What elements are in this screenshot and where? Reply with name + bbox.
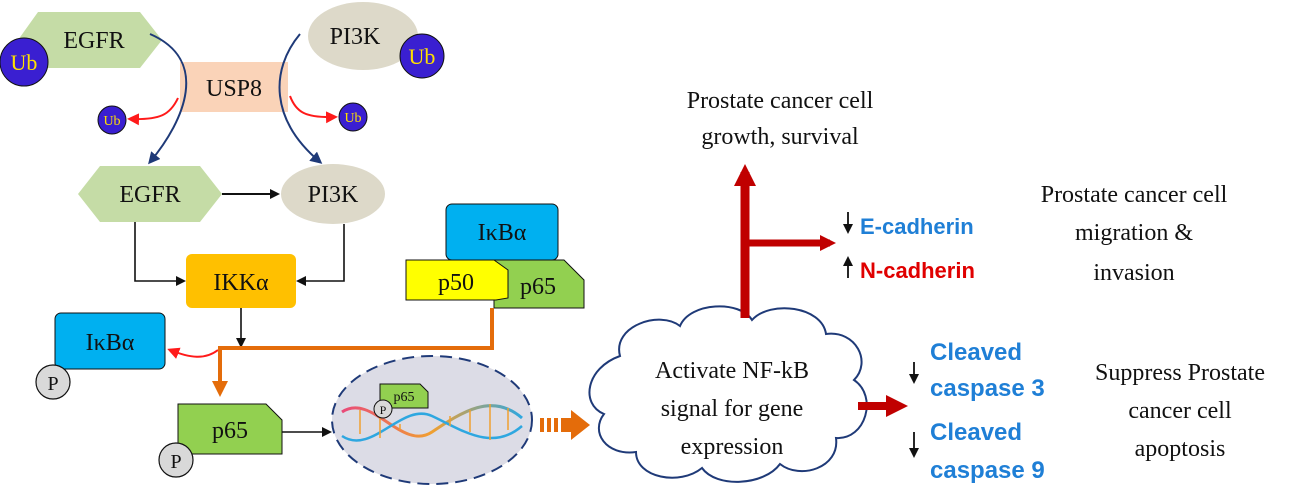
deub-arrow-egfr <box>148 33 188 165</box>
p50-label: p50 <box>438 270 474 296</box>
pi3k-mid-label: PI3K <box>308 182 359 208</box>
caspase3-line-2: caspase 3 <box>930 375 1045 402</box>
ub-label: Ub <box>103 114 120 129</box>
nfkb-complex: IκBα p65 p50 <box>405 203 585 309</box>
ikba-left-node: IκBα <box>54 312 166 370</box>
egfr-mid-label: EGFR <box>119 182 180 208</box>
caspase9-line-2: caspase 9 <box>930 457 1045 484</box>
dna-strand-2 <box>341 412 523 442</box>
ikba-left-label: IκBα <box>86 330 135 356</box>
pi3k-top-node: PI3K <box>308 2 418 70</box>
cloud-line-2: signal for gene <box>661 396 804 422</box>
dna-strand-1 <box>341 404 523 438</box>
ub-label: Ub <box>11 50 38 75</box>
ecadherin-down-icon <box>843 212 853 234</box>
caspase9-down-icon <box>909 432 919 458</box>
migration-text-line-2: migration & <box>1075 220 1193 246</box>
ub-released-left: Ub <box>97 105 127 135</box>
p65-complex-label: p65 <box>520 274 556 300</box>
p65-dna-label: p65 <box>394 390 415 405</box>
pi3k-top-label: PI3K <box>330 24 381 50</box>
caspase3-down-icon <box>909 362 919 384</box>
ub-release-arrow-right <box>289 95 338 124</box>
p65-left-label: p65 <box>212 418 248 444</box>
ikka-label: IKKα <box>213 270 269 296</box>
ikba-complex-label: IκBα <box>478 220 527 246</box>
egfr-to-ikka-arrow <box>134 222 186 286</box>
migration-text-line-1: Prostate cancer cell <box>1041 182 1228 208</box>
ikba-release-arrow <box>167 347 219 359</box>
ub-badge-egfr: Ub <box>0 37 49 87</box>
phospho-label: P <box>380 403 387 417</box>
growth-text-line-1: Prostate cancer cell <box>687 88 874 114</box>
caspase3-line-1: Cleaved <box>930 339 1022 366</box>
cloud-line-1: Activate NF-kB <box>655 358 809 384</box>
ub-label: Ub <box>344 111 361 126</box>
phospho-badge-ikba: P <box>35 364 71 400</box>
apoptosis-text-line-1: Suppress Prostate <box>1095 360 1265 386</box>
ub-released-right: Ub <box>338 102 368 132</box>
phospho-label: P <box>47 373 58 395</box>
ncadherin-label: N-cadherin <box>860 258 975 283</box>
migration-text-line-3: invasion <box>1093 260 1174 286</box>
ub-label: Ub <box>409 44 436 69</box>
nucleus-to-cloud-arrow <box>540 410 590 440</box>
phospho-badge-p65: P <box>158 442 194 478</box>
ub-badge-pi3k: Ub <box>399 33 445 79</box>
ecadherin-label: E-cadherin <box>860 214 974 239</box>
egfr-top-label: EGFR <box>63 28 124 54</box>
ub-release-arrow-left <box>127 97 179 126</box>
pi3k-to-ikka-arrow <box>296 224 345 286</box>
usp8-node: USP8 <box>180 62 288 112</box>
pi3k-mid-node: PI3K <box>281 164 385 224</box>
caspase9-line-1: Cleaved <box>930 419 1022 446</box>
ikka-node: IKKα <box>186 254 296 308</box>
apoptosis-text-line-2: cancer cell <box>1128 398 1232 424</box>
deub-arrow-pi3k <box>278 33 323 164</box>
apoptosis-text-line-3: apoptosis <box>1135 436 1226 462</box>
egfr-mid-node: EGFR <box>78 166 222 222</box>
phospho-label: P <box>170 451 181 473</box>
p65-left-node: p65 <box>177 403 283 455</box>
nfkb-activation-cloud: Activate NF-kB signal for gene expressio… <box>588 305 868 483</box>
ncadherin-up-icon <box>843 256 853 278</box>
growth-text-line-2: growth, survival <box>701 124 859 150</box>
cloud-line-3: expression <box>681 434 784 460</box>
p65-translocation-arrow <box>212 308 494 397</box>
usp8-label: USP8 <box>206 76 262 102</box>
egfr-top-node: EGFR <box>18 12 162 68</box>
nucleus: p65 P <box>331 355 533 485</box>
